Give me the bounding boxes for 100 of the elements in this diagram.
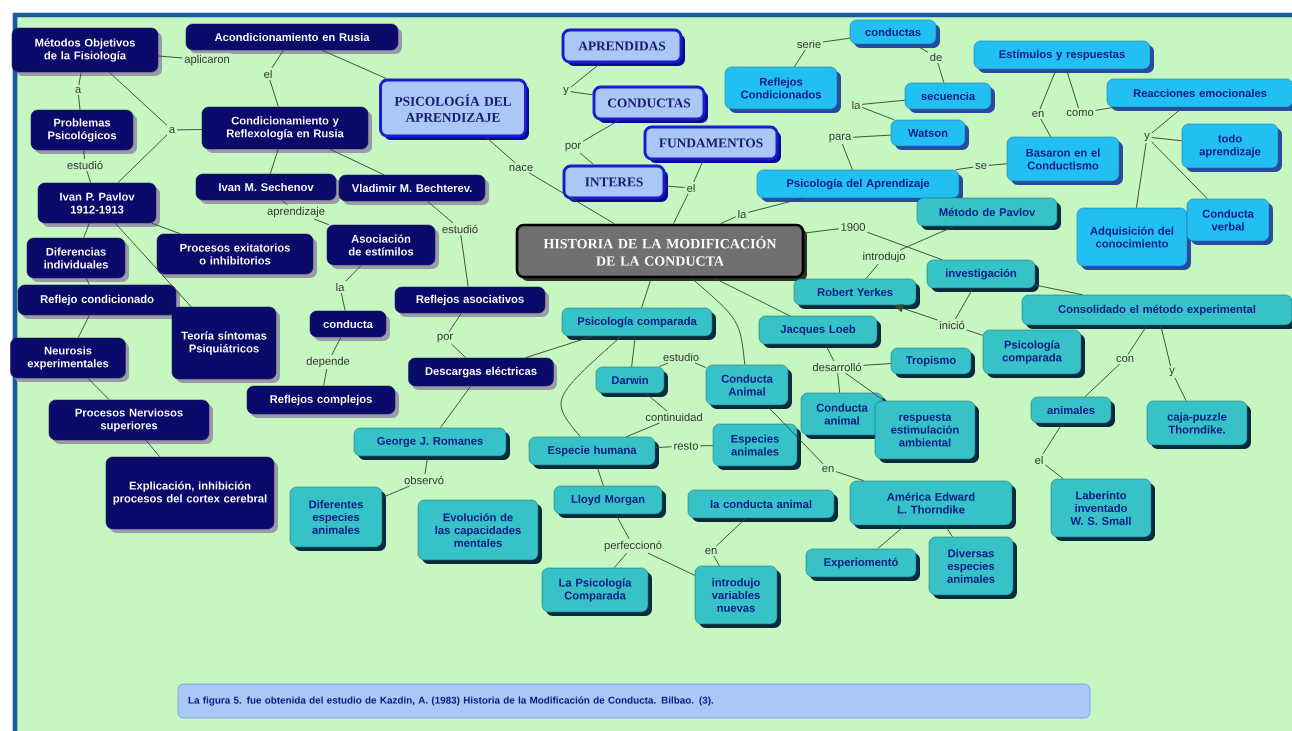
connector-line xyxy=(570,91,593,96)
concept-box: Conducta animal xyxy=(800,392,887,439)
connector-line xyxy=(641,277,652,309)
linking-phrase: a xyxy=(167,125,177,135)
connector-line xyxy=(450,343,467,359)
connector-line xyxy=(835,471,865,482)
connector-line xyxy=(841,143,853,171)
connector-line xyxy=(424,455,429,475)
connector-line xyxy=(766,404,824,465)
connector-line xyxy=(78,71,82,86)
connector-line xyxy=(1151,141,1208,200)
connector-line xyxy=(988,163,1008,166)
linking-phrase: aplicaron xyxy=(182,53,232,67)
connector-line xyxy=(1151,106,1184,134)
connector-line xyxy=(460,234,469,288)
linking-phrase: estudio xyxy=(661,351,701,363)
connector-line xyxy=(824,343,835,362)
connector-line xyxy=(340,292,346,312)
concept-box: secuencia xyxy=(904,82,995,113)
connector-line xyxy=(794,49,806,68)
connector-line xyxy=(448,312,462,333)
concept-box: Laberinto inventado W. S. Small xyxy=(1050,478,1155,541)
connector-line xyxy=(345,264,362,282)
concept-box: Reflejos Condicionados xyxy=(724,66,841,113)
concept-box: Ivan M. Sechenov xyxy=(195,173,340,204)
connector-line xyxy=(579,152,594,165)
concept-box: Especie humana xyxy=(528,436,659,469)
concept-box: George J. Romanes xyxy=(353,427,510,460)
linking-phrase: como xyxy=(1064,108,1096,118)
connector-line xyxy=(313,218,330,226)
connector-line xyxy=(955,166,974,171)
linking-phrase: inició xyxy=(937,319,967,331)
linking-phrase: depende xyxy=(304,355,352,369)
caption-box: La figura 5. fue obtenida del estudio de Kazdin, A. (1983) Historia de la Modificación de Conducta. Bilbao. (3). xyxy=(177,683,1091,719)
connector-line xyxy=(271,49,284,69)
linking-phrase: por xyxy=(563,141,583,153)
concept-box: América Edward L. Thorndike xyxy=(849,480,1016,529)
connector-line xyxy=(861,106,895,121)
connector-line xyxy=(427,200,454,224)
concept-box: Problemas Psicológicos xyxy=(30,109,137,154)
connector-line xyxy=(83,149,85,160)
connector-line xyxy=(439,385,472,429)
concept-box: Condicionamiento y Reflexología en Rusia xyxy=(201,106,372,153)
concept-box: Método de Pavlov xyxy=(916,197,1061,230)
connector-line xyxy=(654,446,673,449)
connector-line xyxy=(560,335,622,438)
concept-box: APRENDIDAS xyxy=(561,28,685,66)
concept-box: Reflejos complejos xyxy=(246,385,399,418)
concept-box: respuesta estimulación ambiental xyxy=(874,400,979,463)
connector-line xyxy=(570,63,601,88)
connector-line xyxy=(381,485,411,499)
concept-box: Reflejos asociativos xyxy=(394,286,549,317)
linking-phrase: con xyxy=(1114,354,1136,364)
connector-line xyxy=(1135,142,1147,209)
linking-phrase: resto xyxy=(671,440,701,452)
concept-box: Conducta Animal xyxy=(705,364,792,409)
linking-phrase: la xyxy=(736,208,748,220)
connector-line xyxy=(77,314,90,339)
linking-phrase: introdujo xyxy=(860,250,908,264)
connector-line xyxy=(944,524,953,538)
concept-box: Evolución de las capacidades mentales xyxy=(417,499,542,564)
concept-box: conducta xyxy=(309,310,390,341)
linking-phrase: desarrolló xyxy=(810,361,864,373)
concept-box: investigación xyxy=(926,259,1039,292)
linking-phrase: en xyxy=(703,546,719,556)
concept-box: Estímulos y respuestas xyxy=(973,40,1154,73)
linking-phrase: observó xyxy=(402,474,446,486)
linking-phrase: estudió xyxy=(440,223,480,235)
linking-phrase: la xyxy=(334,281,346,293)
connector-line xyxy=(1040,118,1052,138)
concept-box: Watson xyxy=(890,119,969,150)
concept-box: Reflejo condicionado xyxy=(17,284,180,319)
connector-line xyxy=(699,445,714,447)
connector-line xyxy=(899,225,955,251)
linking-phrase: y xyxy=(561,85,571,97)
connector-line xyxy=(331,336,342,356)
connector-line xyxy=(954,287,974,320)
connector-line xyxy=(861,99,906,105)
connector-line xyxy=(1044,464,1064,480)
concept-box: Ivan P. Pavlov 1912-1913 xyxy=(37,182,160,227)
connector-line xyxy=(1065,68,1079,109)
connector-line xyxy=(615,513,630,540)
concept-box: Psicología comparada xyxy=(561,307,716,340)
connector-line xyxy=(1127,324,1148,355)
linking-phrase: aprendizaje xyxy=(265,205,327,219)
linking-phrase: en xyxy=(1030,109,1046,119)
concept-box: Tropismo xyxy=(890,347,975,378)
connector-line xyxy=(1151,137,1183,142)
linking-phrase: continuidad xyxy=(643,411,705,423)
connector-line xyxy=(1039,68,1057,110)
connector-line xyxy=(613,552,628,569)
concept-box: Psicología del Aprendizaje xyxy=(756,169,963,202)
concept-box: PSICOLOGÍA DEL APRENDIZAJE xyxy=(379,78,529,140)
connector-line xyxy=(321,49,387,79)
connector-line xyxy=(269,148,279,175)
linking-phrase: la xyxy=(850,99,862,111)
connector-line xyxy=(117,134,168,184)
concept-box: Diferentes especies animales xyxy=(289,486,386,551)
connector-line xyxy=(1174,377,1187,402)
linking-phrase: por xyxy=(435,332,455,344)
